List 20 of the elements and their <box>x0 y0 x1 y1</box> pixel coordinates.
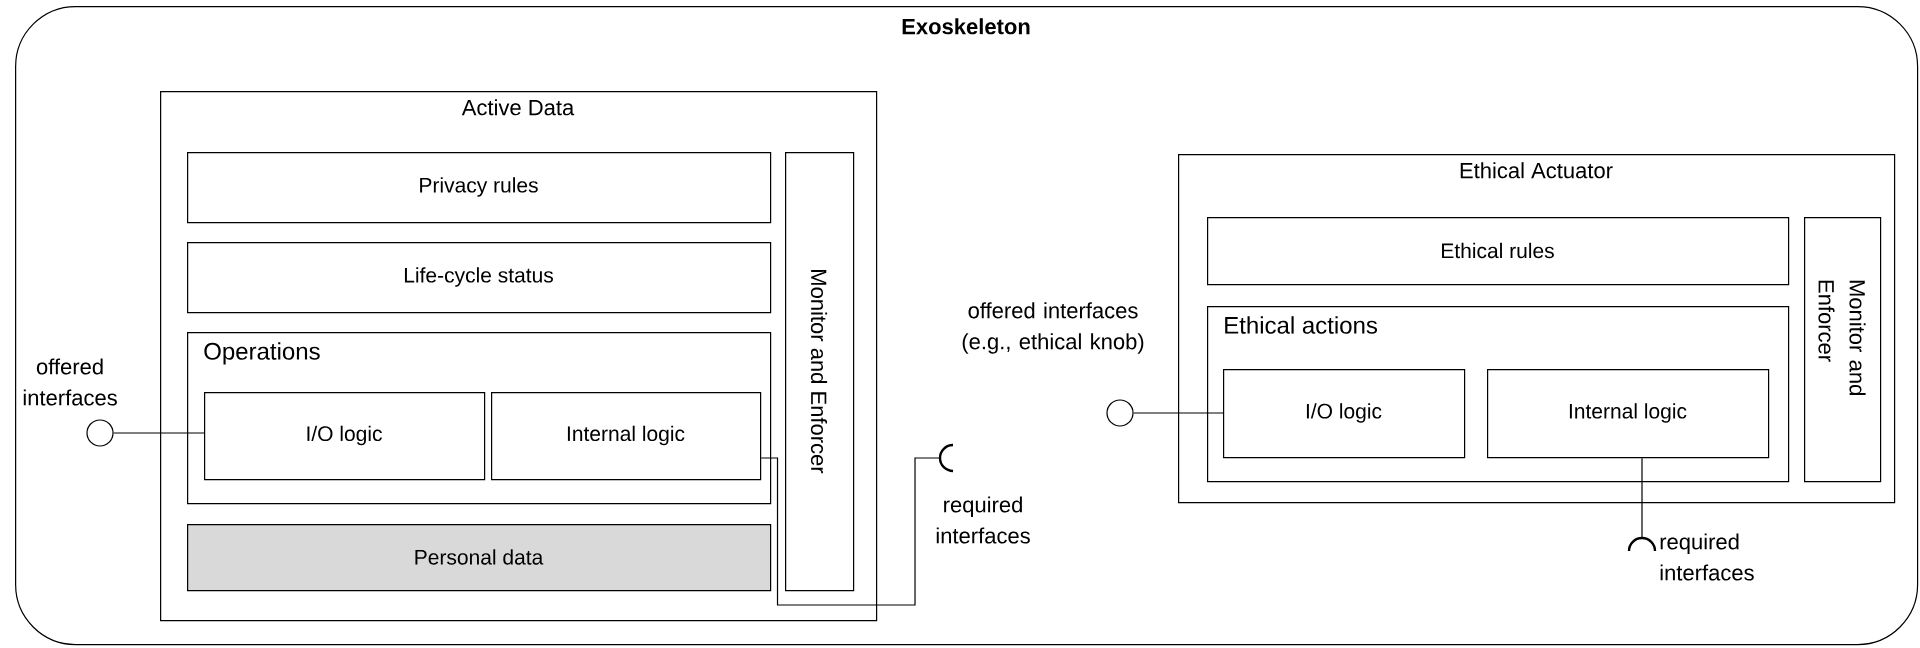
status-box: Life-cycle status <box>187 242 772 314</box>
monitor-box: Monitor and Enforcer <box>785 152 855 592</box>
connector-line <box>1133 412 1224 414</box>
logic-box: Internal logic <box>491 392 762 481</box>
connector-line <box>1641 457 1643 539</box>
interface-circle <box>1106 399 1134 427</box>
interface-circle <box>86 419 114 447</box>
logic-box: I/O logic <box>1223 369 1466 459</box>
interface-label: required interfaces <box>936 496 1030 544</box>
socket-symbol <box>1627 536 1657 552</box>
socket-symbol <box>938 443 954 473</box>
interface-label: offered interfaces (e.g., ethical knob) <box>962 302 1144 354</box>
logic-box: I/O logic <box>204 392 486 481</box>
interface-label: offered interfaces <box>23 358 117 406</box>
data-box: Personal data <box>187 524 772 592</box>
connector-line <box>113 432 205 434</box>
monitor-box: Monitor and Enforcer <box>1804 217 1882 483</box>
logic-box: Internal logic <box>1487 369 1770 459</box>
connector-line <box>760 457 941 606</box>
interface-label: required interfaces <box>1660 533 1754 581</box>
